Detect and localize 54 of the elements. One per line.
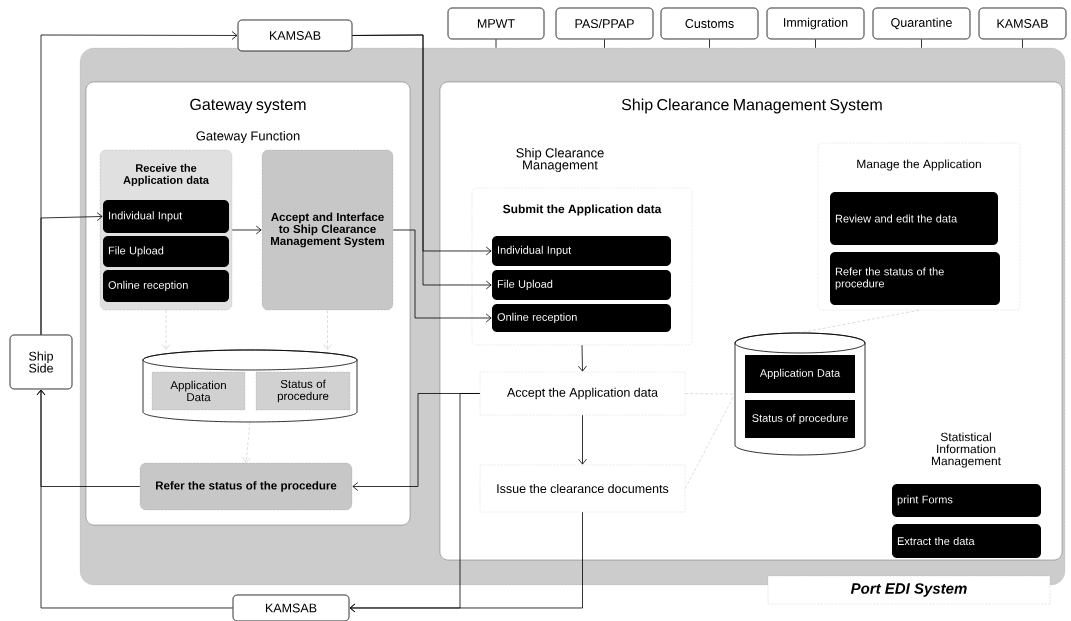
box-heading: Submit the Application data [503,204,662,216]
agency-box: KAMSAB [237,19,353,52]
agency-box: MPWT [447,7,545,40]
agency-box: Customs [660,7,759,40]
process-box: Individual Input [103,200,229,233]
panel-title: Gateway system [190,98,306,114]
connector-line [604,39,605,49]
arrow [231,225,262,235]
arrow [40,212,103,335]
agency-box: Quarantine [872,7,971,40]
connector-line [815,39,816,49]
data-box: Status of procedure [745,400,855,438]
process-box: Accept the Application data [479,371,686,416]
process-box: Online reception [492,304,671,332]
agency-box: KAMSAB [978,7,1067,40]
arrow [323,310,332,350]
group-heading: Statistical Information Management [931,432,1001,468]
agency-box: Immigration [766,7,865,40]
arrow [36,389,141,487]
process-box: Online reception [103,270,229,302]
process-box: Review and edit the data [830,192,998,245]
data-box: Application Data [151,371,246,411]
title-box: Port EDI System [767,575,1051,605]
arrow [242,422,251,463]
process-box: Refer the status of the procedure [139,462,353,511]
arrow [161,310,171,350]
connector-line [1022,39,1023,49]
data-box: Application Data [745,355,855,393]
process-box: Refer the status of the procedure [830,252,1000,305]
connector-line [799,310,920,333]
arrow [578,414,587,465]
process-box: Extract the data [892,524,1041,558]
process-box: File Upload [103,236,229,267]
box-heading: Receive the Application data [123,163,209,187]
box-heading: Manage the Application [857,159,981,171]
arrow [392,229,492,323]
agency-box: Ship Side [9,334,73,390]
process-box: print Forms [892,484,1041,517]
process-box: Issue the clearance documents [479,464,686,513]
connector-line [921,39,922,49]
panel-subtitle: Gateway Function [196,130,300,144]
connector-line [709,39,710,49]
process-box: Accept and Interface to Ship Clearance Management System [261,149,394,311]
group-heading: Ship Clearance Management [516,147,604,173]
connector-line [495,39,497,49]
connector-line [685,393,735,489]
process-box: File Upload [492,270,671,300]
data-box: Status of procedure [255,371,351,411]
arrow [578,344,587,372]
process-box: Individual Input [492,236,671,266]
arrow [349,511,583,613]
panel-title: Ship Clearance Management System [621,98,882,114]
agency-box: PAS/PPAP [555,7,654,40]
agency-box: KAMSAB [232,594,350,621]
